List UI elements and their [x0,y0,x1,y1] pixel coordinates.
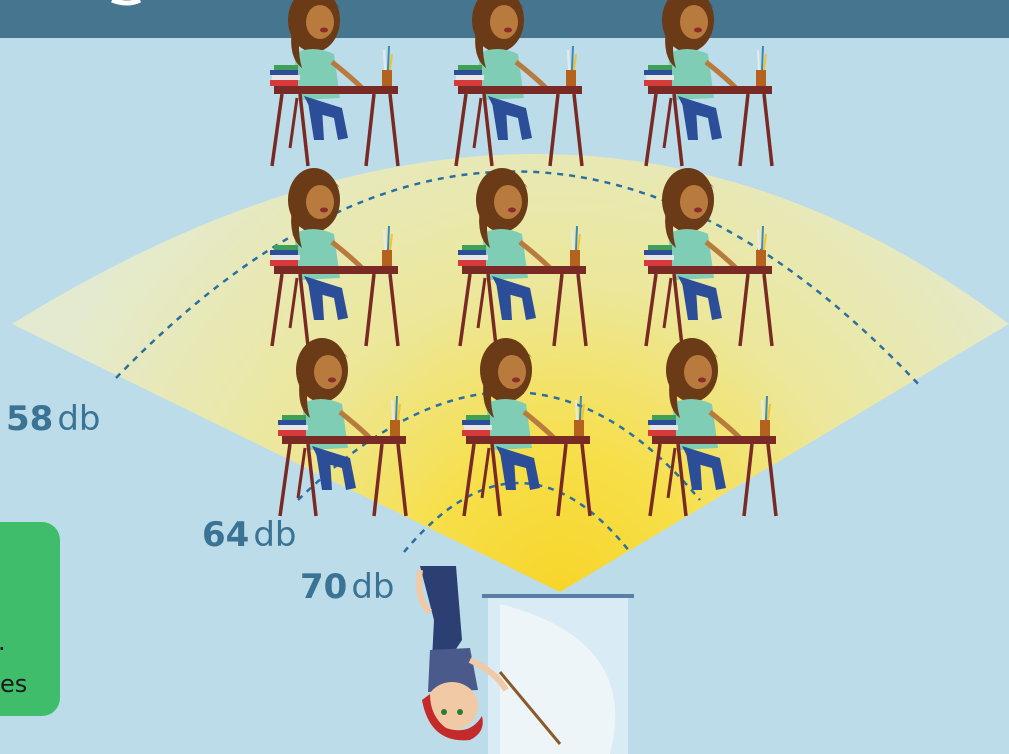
note-line-2: es [0,670,27,698]
whiteboard-icon [482,594,634,754]
note-line-1: . [0,628,6,656]
note-box: . es [0,522,60,716]
sound-arc-70 [403,481,631,553]
sound-arc-58 [115,170,923,389]
header-decoration [111,0,142,6]
teacher-icon [416,566,562,745]
